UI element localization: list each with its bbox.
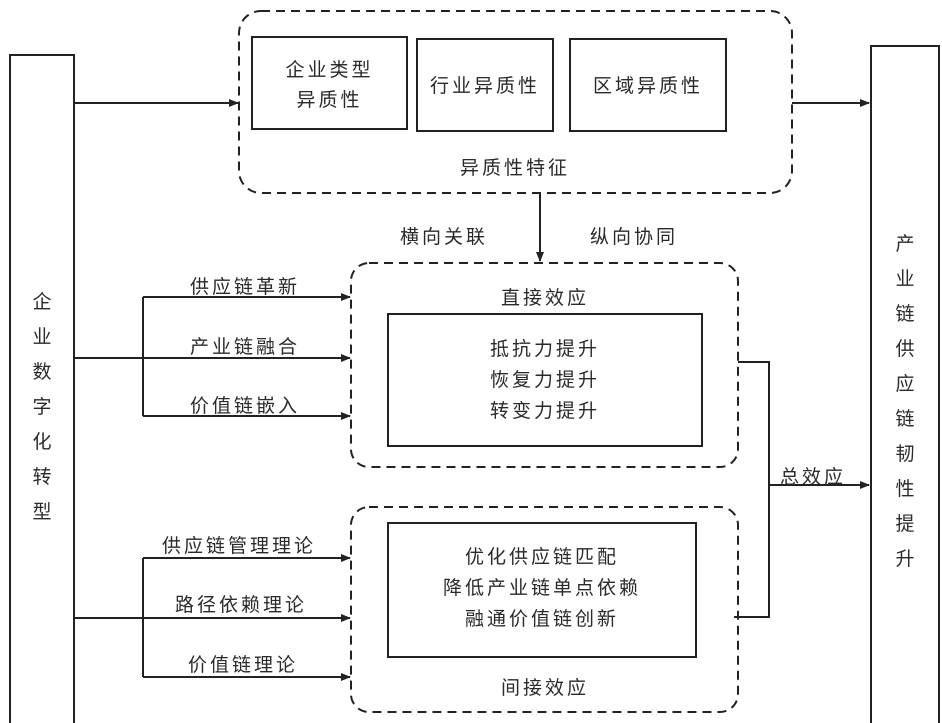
left-node-char: 数	[32, 361, 52, 383]
right-node-char: 韧	[895, 443, 915, 465]
left-node-char: 字	[32, 396, 52, 418]
right-node-char: 链	[895, 408, 915, 430]
direct-effect-outcomes: 抵抗力提升 恢复力提升 转变力提升	[388, 334, 702, 427]
heterogeneity-item-line: 区域异质性	[592, 75, 703, 97]
direct-effect-title: 直接效应	[500, 287, 590, 309]
indirect-outcome: 融通价值链创新	[464, 608, 619, 630]
indirect-outcome: 优化供应链匹配	[464, 546, 619, 568]
direct-effect-inner-box	[387, 313, 703, 447]
indirect-input-label-2: 路径依赖理论	[175, 594, 308, 616]
right-node-box	[870, 45, 940, 723]
vertical-link-label: 纵向协同	[590, 226, 679, 248]
direct-effect-container	[350, 262, 739, 468]
direct-outcome: 抵抗力提升	[489, 338, 600, 360]
heterogeneity-item-3: 区域异质性	[570, 71, 726, 98]
heterogeneity-item-line: 企业类型	[285, 59, 374, 81]
direct-outcome: 恢复力提升	[489, 369, 600, 391]
indirect-effect-outcomes: 优化供应链匹配 降低产业链单点依赖 融通价值链创新	[388, 542, 696, 635]
right-node-char: 业	[895, 268, 915, 290]
left-node-box	[9, 54, 75, 723]
heterogeneity-item-line: 行业异质性	[429, 75, 540, 97]
indirect-input-label-1: 供应链管理理论	[162, 535, 317, 557]
direct-input-label-3: 价值链嵌入	[190, 395, 301, 417]
left-node-char: 企	[32, 291, 52, 313]
heterogeneity-box-2	[416, 38, 554, 132]
heterogeneity-item-2: 行业异质性	[417, 71, 553, 98]
indirect-effect-container	[350, 506, 739, 713]
left-node-char: 转	[32, 466, 52, 488]
indirect-effect-title: 间接效应	[500, 677, 590, 699]
right-node-char: 供	[895, 338, 915, 360]
right-node-char: 产	[895, 233, 915, 255]
indirect-input-label-3: 价值链理论	[188, 654, 299, 676]
left-node-char: 业	[32, 326, 52, 348]
left-node-char: 化	[32, 431, 52, 453]
indirect-outcome: 降低产业链单点依赖	[442, 577, 641, 599]
left-node-label: 企 业 数 字 化 转 型	[27, 285, 57, 530]
horizontal-link-label: 横向关联	[400, 226, 489, 248]
total-effect-bracket	[734, 361, 770, 618]
direct-outcome: 转变力提升	[489, 400, 600, 422]
heterogeneity-item-1: 企业类型 异质性	[252, 55, 407, 115]
right-node-char: 升	[895, 548, 915, 570]
heterogeneity-box-3	[569, 38, 727, 132]
left-node-char: 型	[32, 501, 52, 523]
direct-input-label-2: 产业链融合	[190, 336, 301, 358]
heterogeneity-item-line: 异质性	[296, 89, 363, 111]
right-node-char: 应	[895, 373, 915, 395]
right-node-label: 产 业 链 供 应 链 韧 性 提 升	[890, 227, 920, 577]
right-node-char: 链	[895, 303, 915, 325]
right-node-char: 提	[895, 513, 915, 535]
indirect-effect-inner-box	[387, 522, 697, 658]
total-effect-label: 总效应	[780, 466, 847, 488]
right-node-char: 性	[895, 478, 915, 500]
direct-input-label-1: 供应链革新	[190, 276, 301, 298]
heterogeneity-container	[238, 10, 793, 194]
heterogeneity-box-1	[251, 36, 408, 130]
heterogeneity-title: 异质性特征	[459, 157, 571, 179]
